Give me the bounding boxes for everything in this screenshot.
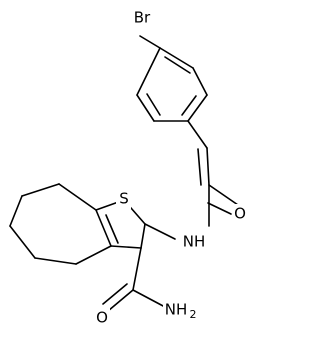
bond-carboxamide-o-b bbox=[102, 283, 128, 305]
br-label-bg bbox=[129, 7, 153, 29]
amide-o-label-bg bbox=[232, 204, 248, 224]
carboxamide-hydrogen-subscript: 2 bbox=[190, 308, 197, 321]
bond-ring7-1 bbox=[58, 183, 97, 211]
carboxamide-o-label-bg bbox=[94, 308, 110, 328]
bond-thiophene-c3-c2 bbox=[140, 223, 146, 249]
bond-n-thiophene bbox=[144, 223, 176, 240]
bond-thiophene-inner bbox=[105, 214, 119, 244]
bromine-label: Br bbox=[134, 9, 151, 27]
bond-ring7-3 bbox=[9, 195, 23, 227]
bond-ring7-6 bbox=[75, 245, 112, 265]
bond-benzene-5 bbox=[136, 94, 155, 122]
sulfur-label: S bbox=[119, 190, 129, 208]
amide-nitrogen-label: NH bbox=[183, 233, 206, 251]
bond-carboxamide-o-a bbox=[107, 289, 134, 312]
molecule-structure: Br S O NH O NH 2 bbox=[9, 7, 248, 328]
bond-thiophene-c7a-c3a bbox=[95, 209, 112, 247]
bond-benzene-6 bbox=[136, 47, 161, 96]
carboxamide-n-label-bg bbox=[163, 300, 198, 320]
bond-carbonyl-o-b bbox=[207, 202, 232, 215]
bond-benzene-2 bbox=[192, 67, 208, 96]
bond-ring7-2 bbox=[21, 183, 60, 197]
bond-vinyl-carbonyl bbox=[208, 184, 239, 206]
bond-thiophene-c3a-c3 bbox=[110, 245, 142, 249]
amide-n-label-bg bbox=[178, 232, 209, 252]
bond-vinyl-double-a bbox=[206, 147, 210, 186]
bond-ring-vinyl bbox=[187, 120, 208, 149]
bond-benzene-3 bbox=[187, 94, 208, 122]
bond-br-c1 bbox=[139, 35, 161, 49]
bond-ring7-5 bbox=[34, 257, 77, 265]
bond-c3-carboxamide bbox=[132, 247, 142, 291]
bond-ring7-4 bbox=[9, 225, 36, 259]
bond-benzene-1 bbox=[159, 47, 194, 69]
bonds bbox=[9, 35, 239, 312]
atom-labels: Br S O NH O NH 2 bbox=[94, 7, 248, 328]
s-label-bg bbox=[116, 189, 131, 209]
carboxamide-nitrogen-label: NH bbox=[165, 301, 188, 319]
amide-oxygen-label: O bbox=[234, 205, 246, 223]
carboxamide-oxygen-label: O bbox=[96, 309, 108, 327]
bond-vinyl-double-b bbox=[197, 148, 202, 186]
bond-benzene-inner-2 bbox=[181, 95, 197, 116]
bond-carboxamide-n bbox=[132, 289, 166, 308]
bond-benzene-inner-3 bbox=[146, 93, 161, 116]
bond-benzene-inner-1 bbox=[164, 56, 191, 74]
